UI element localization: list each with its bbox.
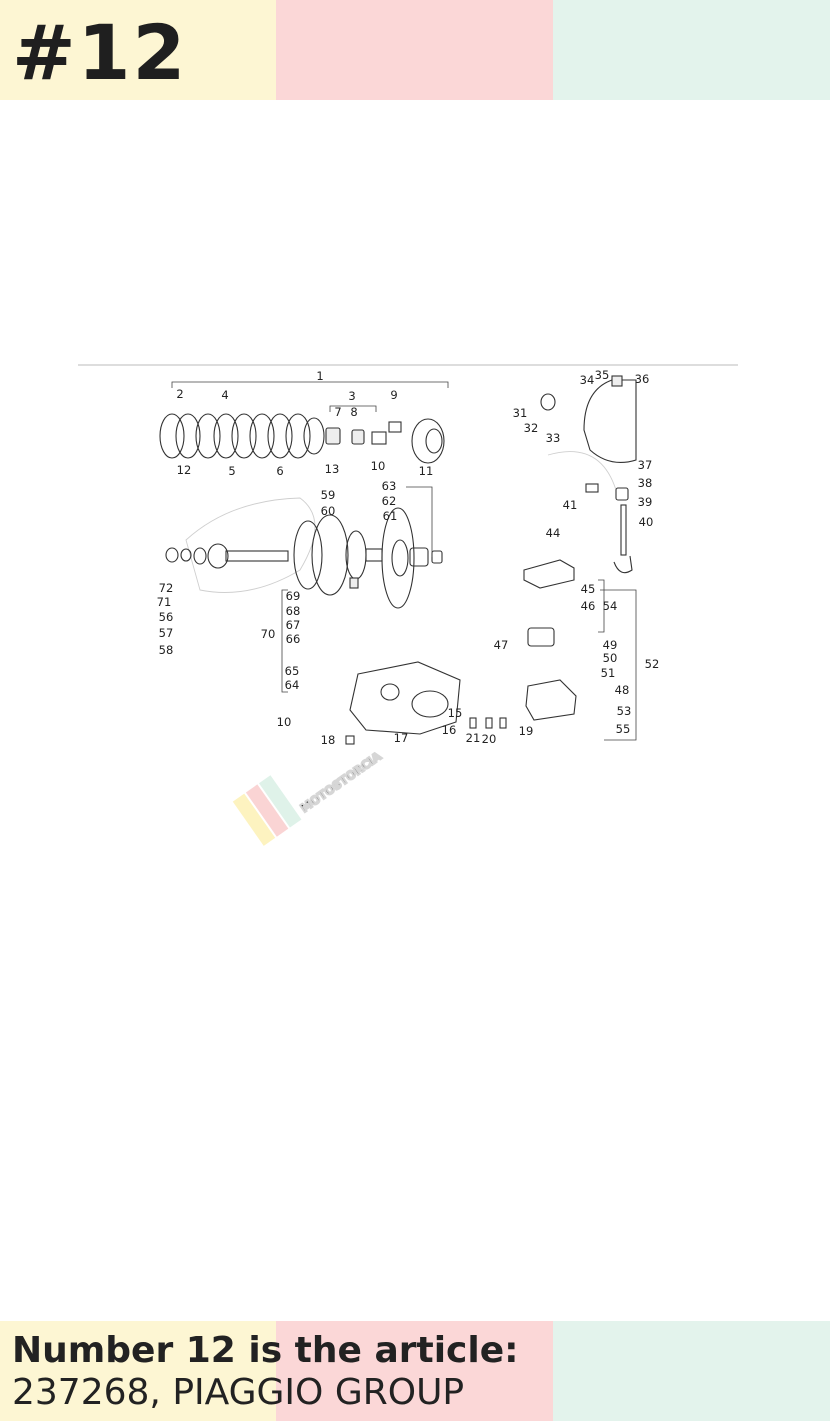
part-label: 10 [277,715,292,729]
article-caption: Number 12 is the article: 237268, PIAGGI… [12,1330,822,1414]
part-label: 11 [419,464,434,478]
part-label: 68 [286,604,301,618]
part-label: 16 [442,723,457,737]
part-label: 59 [321,488,336,502]
part-label: 1 [316,369,323,383]
part-label: 7 [334,405,341,419]
part-label: 60 [321,504,336,518]
part-label: 12 [177,463,192,477]
part-label: 18 [321,733,336,747]
part-label: 48 [615,683,630,697]
watermark-text: MOTOSTORCIA [298,749,384,815]
part-label: 32 [524,421,539,435]
part-label: 45 [581,582,596,596]
band-segment-mint [553,0,830,100]
band-segment-mint [553,1321,830,1421]
part-label: 13 [325,462,340,476]
band-segment-pink [276,1321,553,1421]
part-label: 31 [513,406,528,420]
part-label: 64 [285,678,300,692]
part-label: 10 [371,459,386,473]
part-label: 3 [348,389,355,403]
part-label: 47 [494,638,509,652]
part-label: 8 [350,405,357,419]
part-label: 35 [595,368,610,382]
part-label: 6 [276,464,283,478]
part-label: 71 [157,595,172,609]
part-label: 46 [581,599,596,613]
part-label: 49 [603,638,618,652]
part-label: 34 [580,373,595,387]
part-label: 37 [638,458,653,472]
part-label: 41 [563,498,578,512]
part-label: 72 [159,581,174,595]
part-label: 67 [286,618,301,632]
part-label: 44 [546,526,561,540]
band-segment-yellow [0,0,276,100]
part-label: 55 [616,722,631,736]
part-label: 50 [603,651,618,665]
bottom-color-band [0,1321,830,1421]
top-color-band [0,0,830,100]
part-label: 40 [639,515,654,529]
part-label: 61 [383,509,398,523]
part-label: 63 [382,479,397,493]
part-label: 21 [466,731,481,745]
part-label: 19 [519,724,534,738]
watermark: MOTOSTORCIA [232,748,385,846]
part-label: 20 [482,732,497,746]
caption-article-code: 237268, PIAGGIO GROUP [12,1372,465,1413]
part-label: 62 [382,494,397,508]
band-segment-yellow [0,1321,276,1421]
part-label: 56 [159,610,174,624]
part-label: 52 [645,657,660,671]
part-label: 54 [603,599,618,613]
part-label: 51 [601,666,616,680]
part-label: 33 [546,431,561,445]
part-label: 65 [285,664,300,678]
part-label: 58 [159,643,174,657]
caption-heading: Number 12 is the article: [12,1330,519,1371]
part-label: 4 [221,388,228,402]
part-label: 17 [394,731,409,745]
part-label: 70 [261,627,276,641]
part-label: 69 [286,589,301,603]
part-label: 53 [617,704,632,718]
part-label: 15 [448,706,463,720]
part-label: 9 [390,388,397,402]
part-label: 36 [635,372,650,386]
part-label: 57 [159,626,174,640]
part-label: 5 [228,464,235,478]
part-label: 66 [286,632,301,646]
part-label: 38 [638,476,653,490]
item-number-badge: #12 [12,8,188,97]
band-segment-pink [276,0,553,100]
part-label: 39 [638,495,653,509]
part-label: 2 [176,387,183,401]
parts-drawing [159,375,637,745]
